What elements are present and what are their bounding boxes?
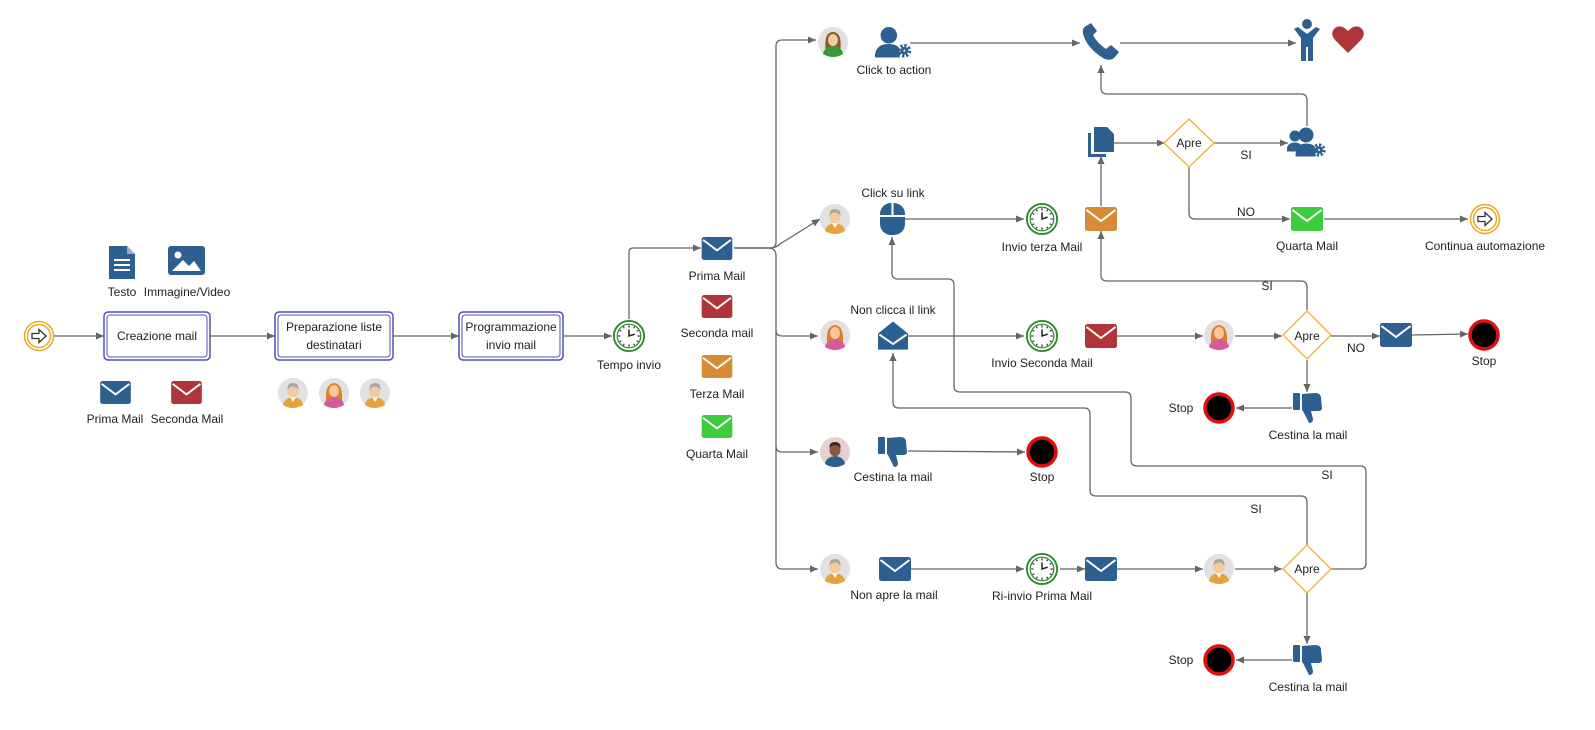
person-icon (1294, 19, 1320, 61)
quarta-mail-envelope-icon (1291, 207, 1323, 231)
cestina-label: Cestina la mail (1269, 428, 1348, 442)
testo-label: Testo (108, 285, 137, 299)
mail-envelope-icon (879, 557, 911, 581)
quarta-mail-branch-label: Quarta Mail (1276, 239, 1338, 253)
non-apre-label: Non apre la mail (850, 588, 937, 602)
user-avatar-icon (820, 437, 850, 467)
tempo-invio-timer-icon (612, 319, 646, 353)
continua-automazione-event-icon (1469, 203, 1501, 235)
prima-mail-label: Prima Mail (689, 269, 746, 283)
users-gear-icon (1287, 127, 1326, 157)
gateway-apre-bottom[interactable]: Apre (1282, 544, 1332, 594)
thumbs-down-icon (878, 437, 907, 467)
stop-event-icon (1468, 319, 1500, 351)
tempo-invio-label: Tempo invio (597, 358, 661, 372)
edge-si-label: SI (1240, 148, 1251, 162)
open-envelope-icon (878, 320, 908, 351)
edge-si-label: SI (1261, 279, 1272, 293)
start-event-icon (23, 320, 55, 352)
continua-automazione-label: Continua automazione (1425, 239, 1545, 253)
task-programmazione-label-2: invio mail (486, 338, 536, 352)
copy-documents-icon (1088, 127, 1114, 157)
user-avatar-icon (1204, 320, 1234, 350)
mail-envelope-icon (1380, 323, 1412, 347)
prima-mail-envelope-icon (100, 381, 131, 404)
quarta-mail-label: Quarta Mail (686, 447, 748, 461)
invio-seconda-timer-icon (1025, 319, 1059, 353)
invio-terza-label: Invio terza Mail (1002, 240, 1083, 254)
invio-seconda-label: Invio Seconda Mail (991, 356, 1092, 370)
task-preparazione-liste[interactable]: Preparazione liste destinatari (274, 311, 394, 361)
cestina-label: Cestina la mail (854, 470, 933, 484)
terza-mail-envelope-icon (1085, 207, 1117, 231)
edges (54, 36, 1469, 664)
task-programmazione-label-1: Programmazione (465, 320, 557, 334)
recipient-avatar-icon (278, 378, 308, 408)
terza-mail-envelope-icon (701, 355, 733, 378)
stop-label: Stop (1169, 653, 1194, 667)
edge-si-label: SI (1250, 502, 1261, 516)
click-su-link-label: Click su link (861, 186, 925, 200)
edge-no-label: NO (1237, 205, 1255, 219)
seconda-mail-envelope-icon (701, 295, 733, 318)
user-gear-icon (875, 27, 912, 58)
gateway-apre-label: Apre (1294, 329, 1320, 343)
terza-mail-label: Terza Mail (690, 387, 745, 401)
immagine-video-label: Immagine/Video (144, 285, 231, 299)
stop-label: Stop (1169, 401, 1194, 415)
click-to-action-label: Click to action (857, 63, 932, 77)
cestina-label: Cestina la mail (1269, 680, 1348, 694)
mouse-icon (880, 203, 905, 235)
recipient-avatar-icon (360, 378, 390, 408)
stop-event-icon (1203, 644, 1235, 676)
gateway-apre-middle[interactable]: Apre (1282, 310, 1332, 360)
gateway-apre-label: Apre (1176, 136, 1202, 150)
reinvio-timer-icon (1025, 552, 1059, 586)
seconda-mail-label: Seconda mail (681, 326, 754, 340)
user-avatar-icon (820, 204, 850, 234)
task-preparazione-label-1: Preparazione liste (286, 320, 382, 334)
seconda-mail-left-label: Seconda Mail (151, 412, 224, 426)
stop-label: Stop (1030, 470, 1055, 484)
thumbs-down-icon (1293, 645, 1322, 675)
task-creazione-mail[interactable]: Creazione mail (103, 311, 211, 361)
prima-mail-envelope-icon (701, 237, 733, 260)
user-avatar-icon (820, 554, 850, 584)
non-clicca-label: Non clicca il link (850, 303, 936, 317)
user-avatar-icon (1204, 554, 1234, 584)
stop-event-icon (1026, 436, 1058, 468)
user-avatar-icon (818, 27, 848, 57)
prima-mail-left-label: Prima Mail (87, 412, 144, 426)
task-preparazione-label-2: destinatari (306, 338, 361, 352)
gateway-apre-label: Apre (1294, 562, 1320, 576)
heart-icon (1332, 26, 1364, 53)
prima-mail-envelope-icon (1085, 557, 1117, 581)
gateway-apre-top[interactable]: Apre (1163, 118, 1215, 168)
task-creazione-label: Creazione mail (117, 329, 197, 343)
stop-label: Stop (1472, 354, 1497, 368)
edge-no-label: NO (1347, 341, 1365, 355)
edge-si-label: SI (1321, 468, 1332, 482)
quarta-mail-envelope-icon (701, 415, 733, 438)
image-icon (168, 246, 205, 275)
thumbs-down-icon (1293, 393, 1322, 423)
task-programmazione-invio[interactable]: Programmazione invio mail (458, 311, 564, 361)
invio-terza-timer-icon (1025, 202, 1059, 236)
stop-event-icon (1203, 392, 1235, 424)
recipient-avatar-icon (319, 378, 349, 408)
user-avatar-icon (820, 320, 850, 350)
phone-icon (1082, 23, 1119, 60)
testo-doc-icon (109, 246, 135, 279)
seconda-mail-envelope-icon (1085, 324, 1117, 348)
seconda-mail-envelope-icon (171, 381, 202, 404)
reinvio-label: Ri-invio Prima Mail (992, 589, 1092, 603)
